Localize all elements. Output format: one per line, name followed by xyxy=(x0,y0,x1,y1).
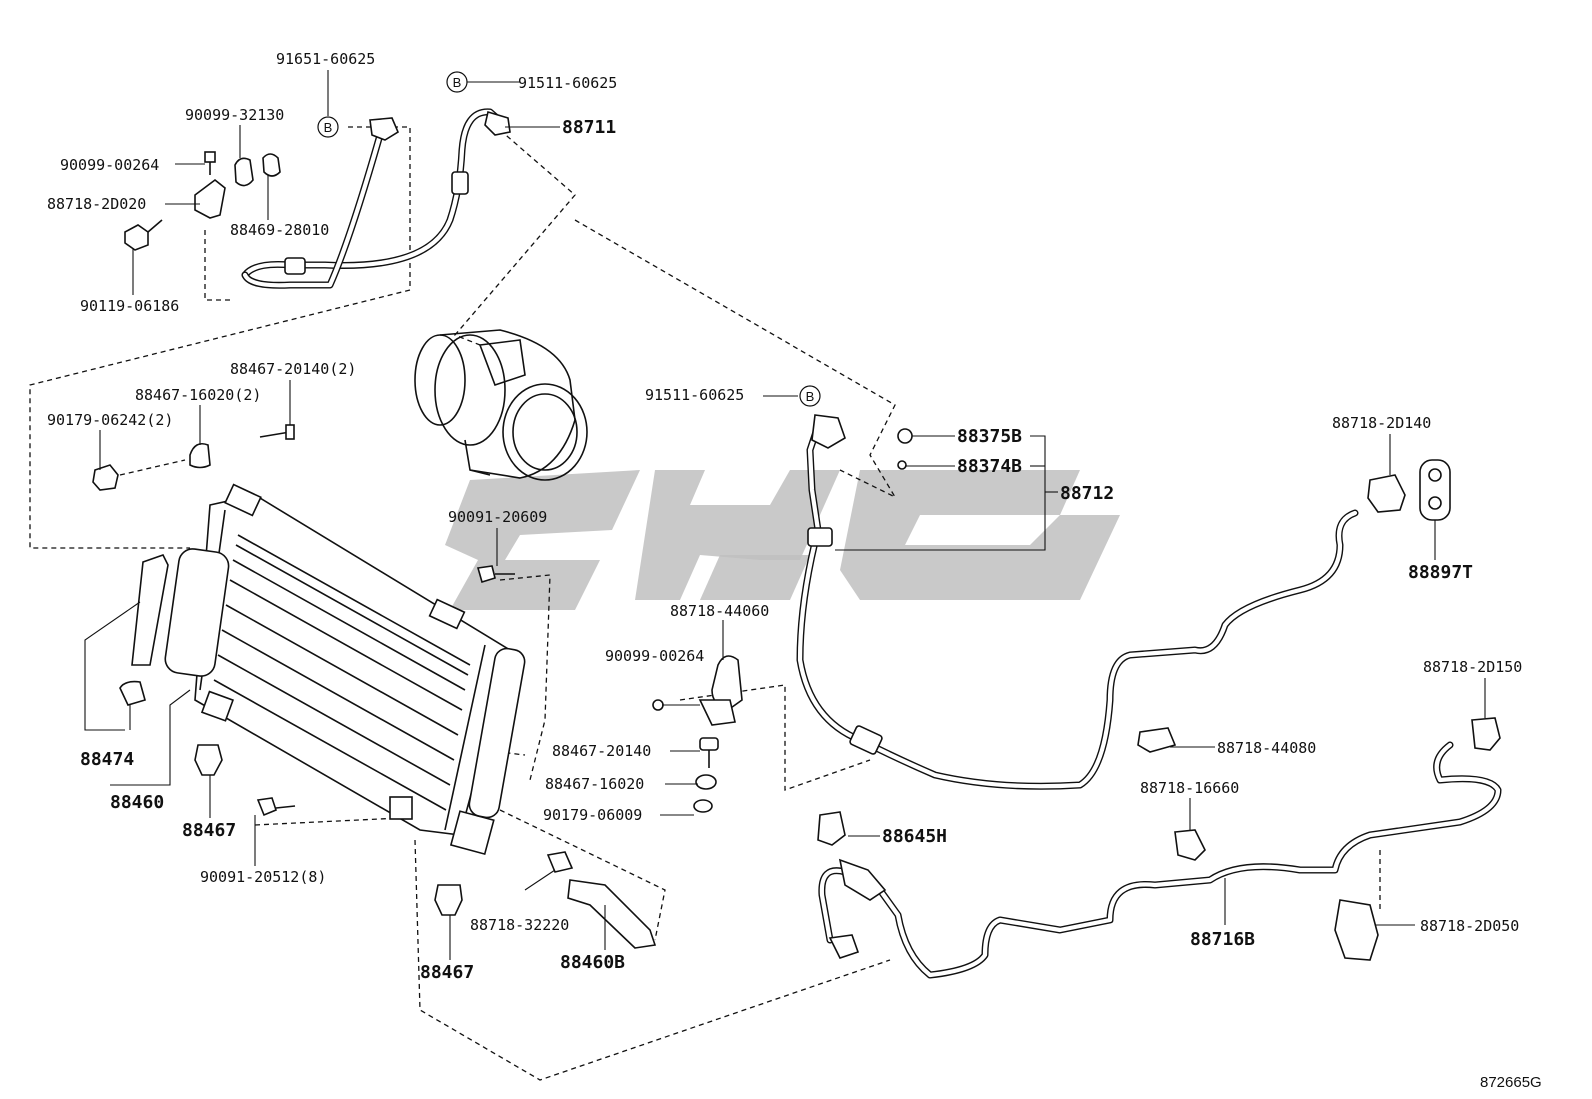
callout-b-2: B xyxy=(446,71,468,93)
label-88716B: 88716B xyxy=(1190,929,1255,950)
condenser-88460 xyxy=(164,483,526,856)
label-91511-60625-top: 91511-60625 xyxy=(518,74,617,92)
condenser-seal-88474 xyxy=(92,424,295,706)
suction-hose-88712 xyxy=(796,414,1359,790)
liquid-tube-88716B xyxy=(817,741,1502,979)
middle-hardware xyxy=(652,655,743,813)
label-88375B: 88375B xyxy=(957,426,1022,447)
label-88718-44080: 88718-44080 xyxy=(1217,739,1316,757)
callout-b-3: B xyxy=(799,385,821,407)
bushing-88467 xyxy=(194,565,515,916)
watermark-logo xyxy=(445,470,1120,610)
label-88467-20140-2: 88467-20140(2) xyxy=(230,360,356,378)
label-88474: 88474 xyxy=(80,749,134,770)
label-88718-2D050: 88718-2D050 xyxy=(1420,917,1519,935)
label-88374B: 88374B xyxy=(957,456,1022,477)
label-91651-60625: 91651-60625 xyxy=(276,50,375,68)
label-90099-00264-top: 90099-00264 xyxy=(60,156,159,174)
label-88467-bottom: 88467 xyxy=(420,962,474,983)
label-90091-20609: 90091-20609 xyxy=(448,508,547,526)
figure-id: 872665G xyxy=(1480,1074,1542,1091)
leader-lines xyxy=(84,70,1486,960)
discharge-hose-88711 xyxy=(241,108,511,289)
compressor xyxy=(414,329,588,481)
label-88897T: 88897T xyxy=(1408,562,1473,583)
right-fittings xyxy=(1137,459,1501,961)
part-labels: 91651-60625 91511-60625 88711 90099-3213… xyxy=(47,50,1542,1091)
label-88645H: 88645H xyxy=(882,826,947,847)
label-88469-28010: 88469-28010 xyxy=(230,221,329,239)
label-88467-left: 88467 xyxy=(182,820,236,841)
callout-letter: B xyxy=(453,75,462,90)
label-90091-20512-8: 90091-20512(8) xyxy=(200,868,326,886)
label-88467-20140: 88467-20140 xyxy=(552,742,651,760)
label-90119-06186: 90119-06186 xyxy=(80,297,179,315)
label-88718-2D150: 88718-2D150 xyxy=(1423,658,1522,676)
label-88718-44060: 88718-44060 xyxy=(670,602,769,620)
bracket-88460B xyxy=(546,851,657,949)
label-88718-16660: 88718-16660 xyxy=(1140,779,1239,797)
label-88467-16020: 88467-16020 xyxy=(545,775,644,793)
label-90099-32130: 90099-32130 xyxy=(185,106,284,124)
label-90099-00264-mid: 90099-00264 xyxy=(605,647,704,665)
label-88467-16020-2: 88467-16020(2) xyxy=(135,386,261,404)
top-left-hardware xyxy=(124,151,281,251)
label-90179-06242-2: 90179-06242(2) xyxy=(47,411,173,429)
label-88718-32220: 88718-32220 xyxy=(470,916,569,934)
label-88711: 88711 xyxy=(562,117,616,138)
callout-letter: B xyxy=(806,389,815,404)
label-91511-60625-mid: 91511-60625 xyxy=(645,386,744,404)
label-88460: 88460 xyxy=(110,792,164,813)
label-88718-2D020: 88718-2D020 xyxy=(47,195,146,213)
callout-letter: B xyxy=(324,120,333,135)
label-88718-2D140: 88718-2D140 xyxy=(1332,414,1431,432)
label-88712: 88712 xyxy=(1060,483,1114,504)
label-88460B: 88460B xyxy=(560,952,625,973)
callout-b-1: B xyxy=(317,116,339,138)
label-90179-06009: 90179-06009 xyxy=(543,806,642,824)
